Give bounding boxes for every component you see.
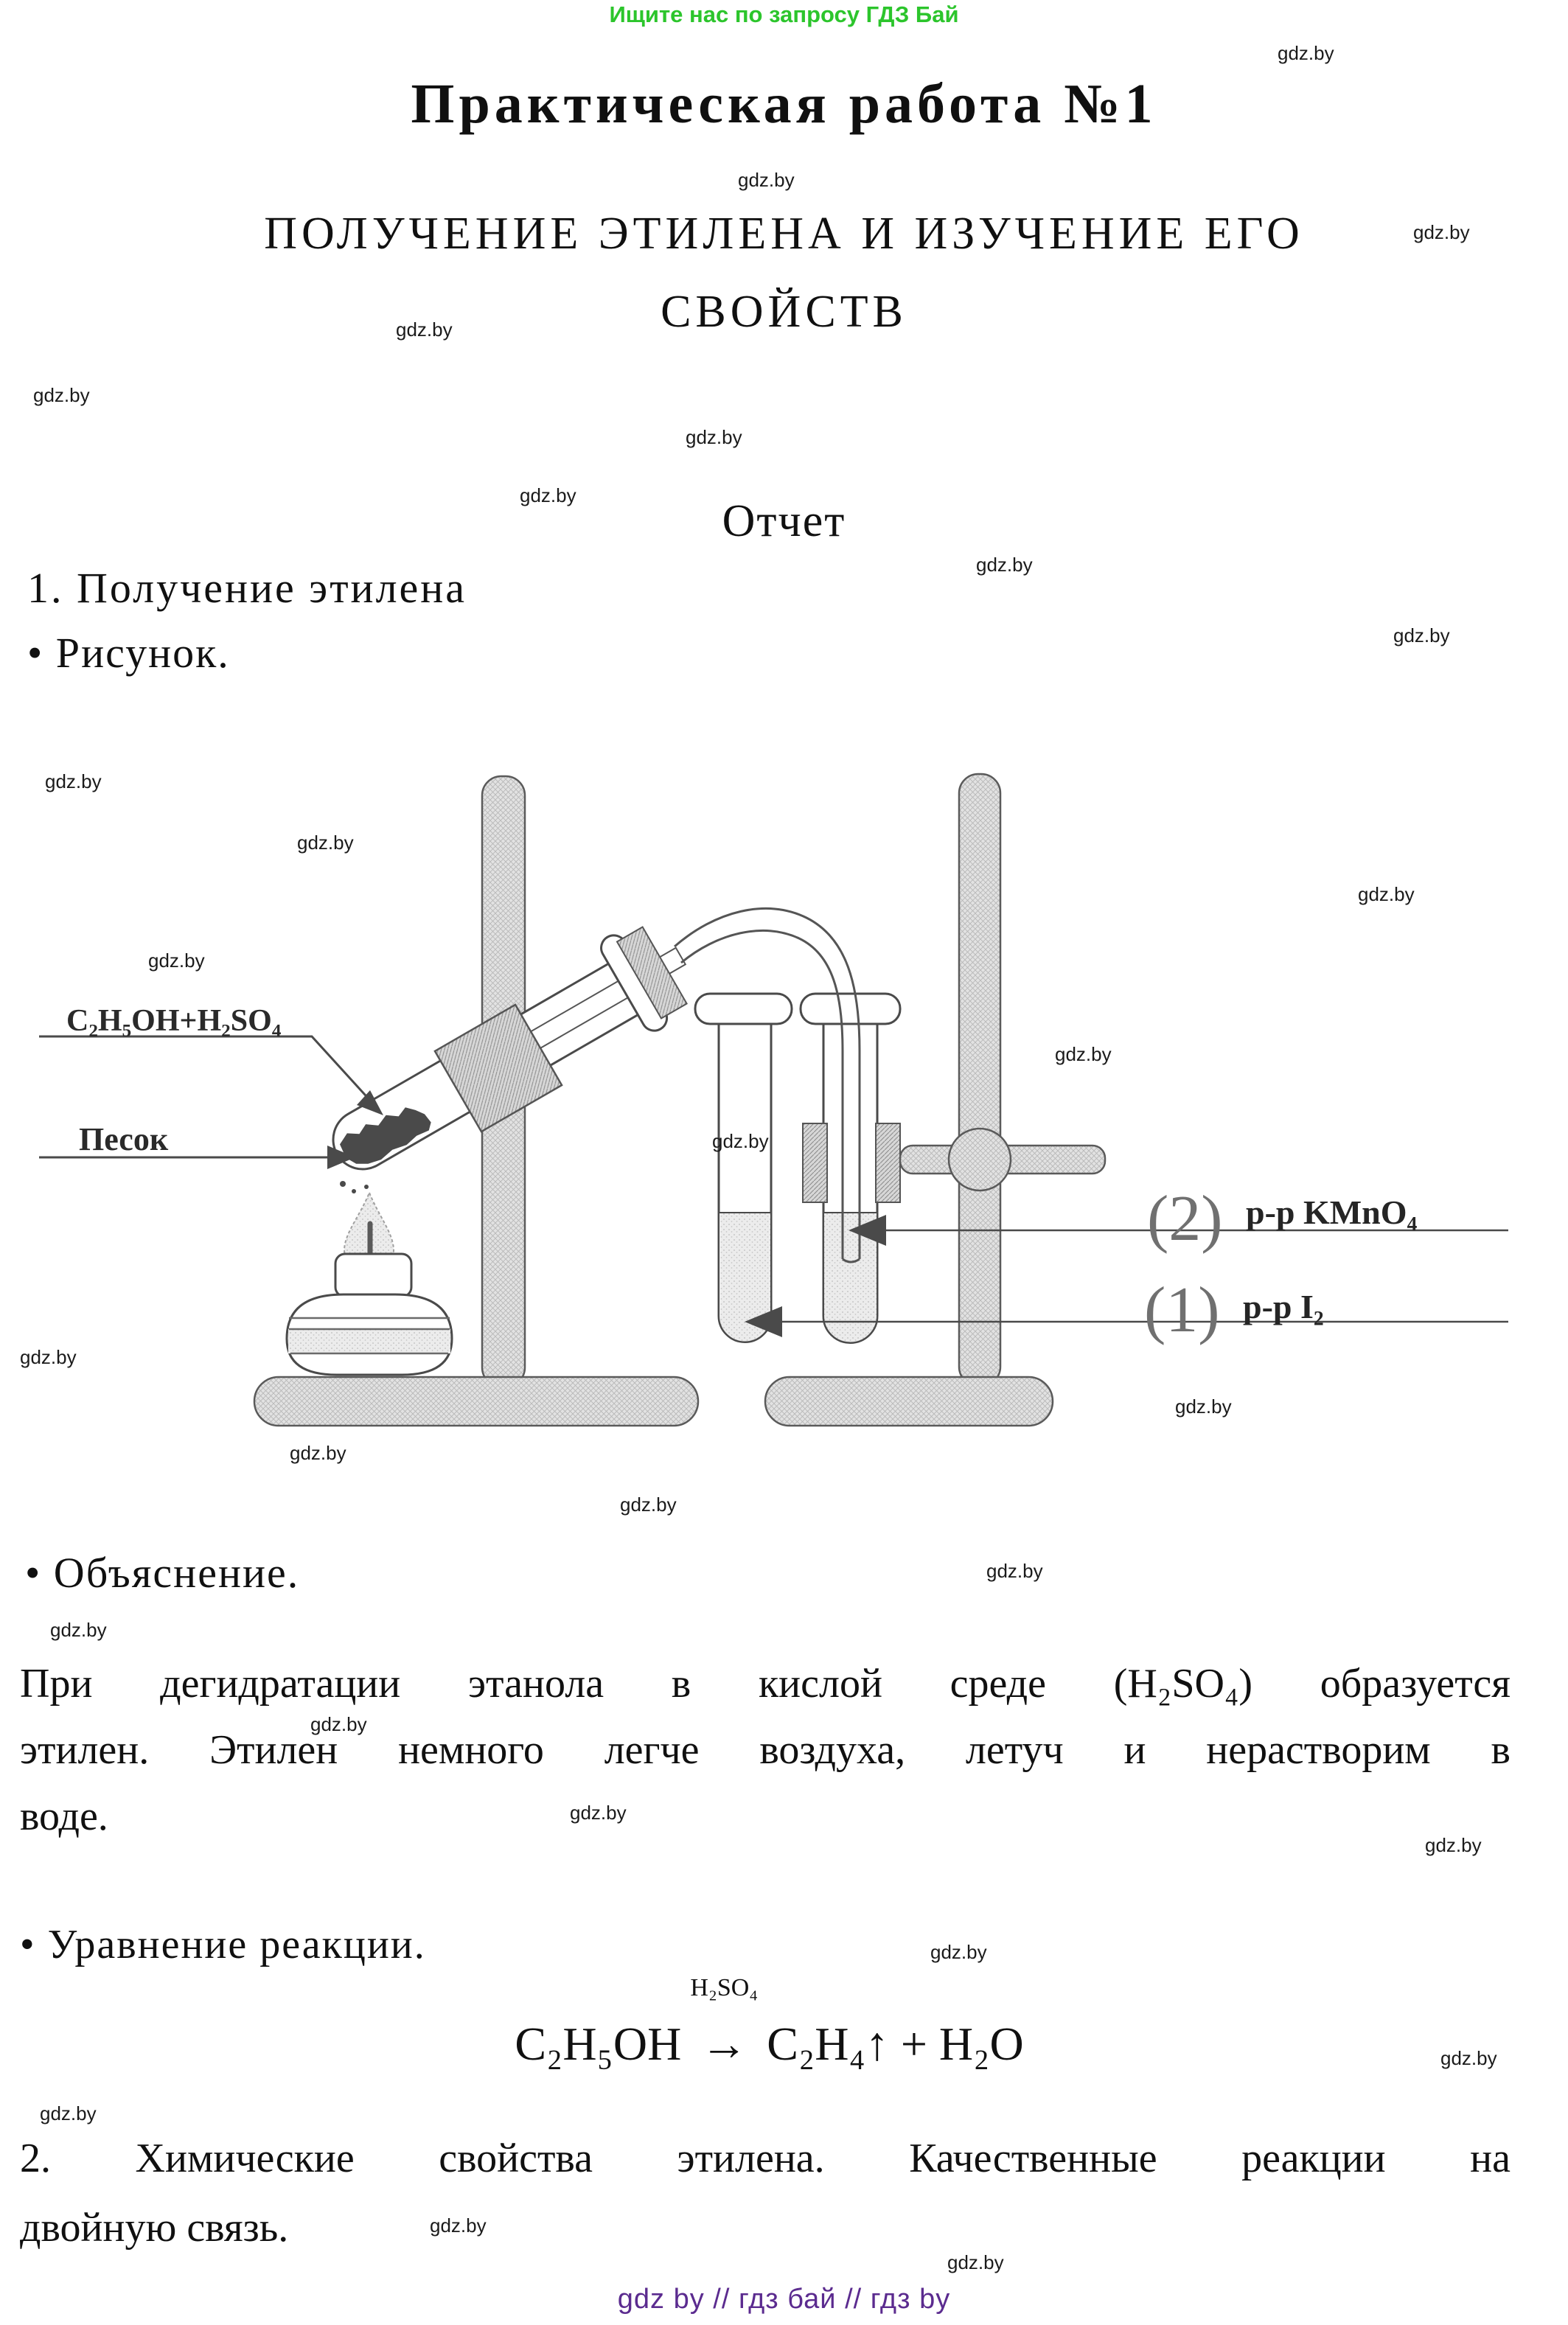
arrow-glyph: → xyxy=(700,2018,748,2070)
report-heading: Отчет xyxy=(722,496,846,546)
watermark: gdz.by xyxy=(310,1713,367,1735)
watermark: gdz.by xyxy=(1175,1395,1232,1418)
reaction-equation: C₂H₅OH H₂SO₄ → C₂H₄↑ + H₂O xyxy=(0,1974,1553,2071)
equation-left: C₂H₅OH xyxy=(515,2018,682,2070)
watermark: gdz.by xyxy=(430,2214,487,2237)
reagent-label: C₂H₅OH+H₂SO₄ xyxy=(66,1004,282,1038)
explanation-line: При дегидратации этанола в кислой среде … xyxy=(20,1661,1510,1707)
section2-line: двойную связь. xyxy=(20,2205,289,2251)
watermark: gdz.by xyxy=(570,1802,627,1824)
section1-heading: 1. Получение этилена xyxy=(27,564,467,612)
watermark: gdz.by xyxy=(1440,2047,1497,2069)
right-stand-base xyxy=(764,1376,1054,1427)
watermark: gdz.by xyxy=(738,169,795,191)
tube1-number-label: (1) xyxy=(1144,1275,1220,1346)
explanation-line: воде. xyxy=(20,1794,108,1839)
watermark: gdz.by xyxy=(976,554,1033,576)
equation-catalyst: H₂SO₄ xyxy=(690,1974,759,2001)
watermark: gdz.by xyxy=(930,1941,987,1963)
equation-arrow: H₂SO₄ → xyxy=(681,1974,767,2071)
watermark: gdz.by xyxy=(1393,624,1450,646)
watermark: gdz.by xyxy=(297,832,354,854)
watermark: gdz.by xyxy=(1413,221,1470,243)
watermark: gdz.by xyxy=(20,1346,77,1368)
callouts xyxy=(39,1035,1508,1337)
tube-clamp xyxy=(433,1003,563,1133)
figure-bullet: • Рисунок. xyxy=(27,629,230,677)
right-stand-rod xyxy=(958,773,1002,1387)
left-stand-base xyxy=(253,1376,700,1427)
tube2-number-label: (2) xyxy=(1147,1183,1223,1255)
watermark: gdz.by xyxy=(520,484,576,506)
spirit-lamp xyxy=(285,1191,453,1376)
page-title: Практическая работа №1 xyxy=(411,73,1157,135)
watermark: gdz.by xyxy=(686,426,742,448)
tube1-rim xyxy=(694,992,793,1025)
explanation-bullet: • Объяснение. xyxy=(25,1549,300,1597)
gas-delivery-tube xyxy=(674,907,861,1263)
tube2-rim xyxy=(799,992,902,1025)
sand-in-tube xyxy=(340,1107,431,1164)
watermark: gdz.by xyxy=(712,1130,769,1152)
watermark: gdz.by xyxy=(148,949,205,972)
watermark: gdz.by xyxy=(947,2251,1004,2273)
watermark: gdz.by xyxy=(1425,1834,1482,1856)
work-heading-line2: СВОЙСТВ xyxy=(661,287,907,337)
watermark: gdz.by xyxy=(396,318,453,341)
work-heading-line1: ПОЛУЧЕНИЕ ЭТИЛЕНА И ИЗУЧЕНИЕ ЕГО xyxy=(264,209,1304,259)
rubber-stopper xyxy=(616,926,688,1019)
kmno4-arrowhead xyxy=(849,1215,886,1246)
lamp-cap xyxy=(334,1252,413,1298)
right-clamp-jaw-left xyxy=(802,1123,828,1203)
equation-right: C₂H₄↑ + H₂O xyxy=(767,2018,1024,2070)
test-tube-1 xyxy=(694,992,793,1343)
watermark: gdz.by xyxy=(45,770,102,792)
watermark: gdz.by xyxy=(50,1619,107,1641)
equation-bullet: • Уравнение реакции. xyxy=(20,1922,426,1967)
iodine-arrowhead xyxy=(745,1306,782,1337)
apparatus-diagram: C₂H₅OH+H₂SO₄ Песок (2) p-p KMnO₄ (1) p-p… xyxy=(39,773,1508,1427)
lamp-fuel xyxy=(288,1329,450,1353)
watermark: gdz.by xyxy=(620,1493,677,1516)
watermark: gdz.by xyxy=(1358,883,1415,905)
test-tube-2 xyxy=(799,992,902,1344)
sand-arrowhead xyxy=(327,1146,355,1169)
watermark: gdz.by xyxy=(40,2102,97,2124)
section2-line: 2. Химические свойства этилена. Качестве… xyxy=(20,2136,1510,2181)
watermark: gdz.by xyxy=(986,1560,1043,1582)
explanation-line: этилен. Этилен немного легче воздуха, ле… xyxy=(20,1727,1510,1773)
watermark: gdz.by xyxy=(33,384,90,406)
watermark: gdz.by xyxy=(290,1442,346,1464)
tube1-reagent-label: p-p I₂ xyxy=(1243,1288,1324,1325)
promo-banner: Ищите нас по запросу ГДЗ Бай xyxy=(609,1,959,27)
right-clamp-boss xyxy=(947,1127,1012,1192)
right-clamp-jaw-right xyxy=(875,1123,901,1203)
footer-note: gdz by // гдз бай // гдз by xyxy=(617,2284,951,2315)
tube2-reagent-label: p-p KMnO₄ xyxy=(1246,1193,1418,1231)
watermark: gdz.by xyxy=(1055,1043,1112,1065)
reagent-arrowhead xyxy=(357,1090,383,1115)
sand-label: Песок xyxy=(79,1121,169,1157)
watermark: gdz.by xyxy=(1278,42,1334,64)
